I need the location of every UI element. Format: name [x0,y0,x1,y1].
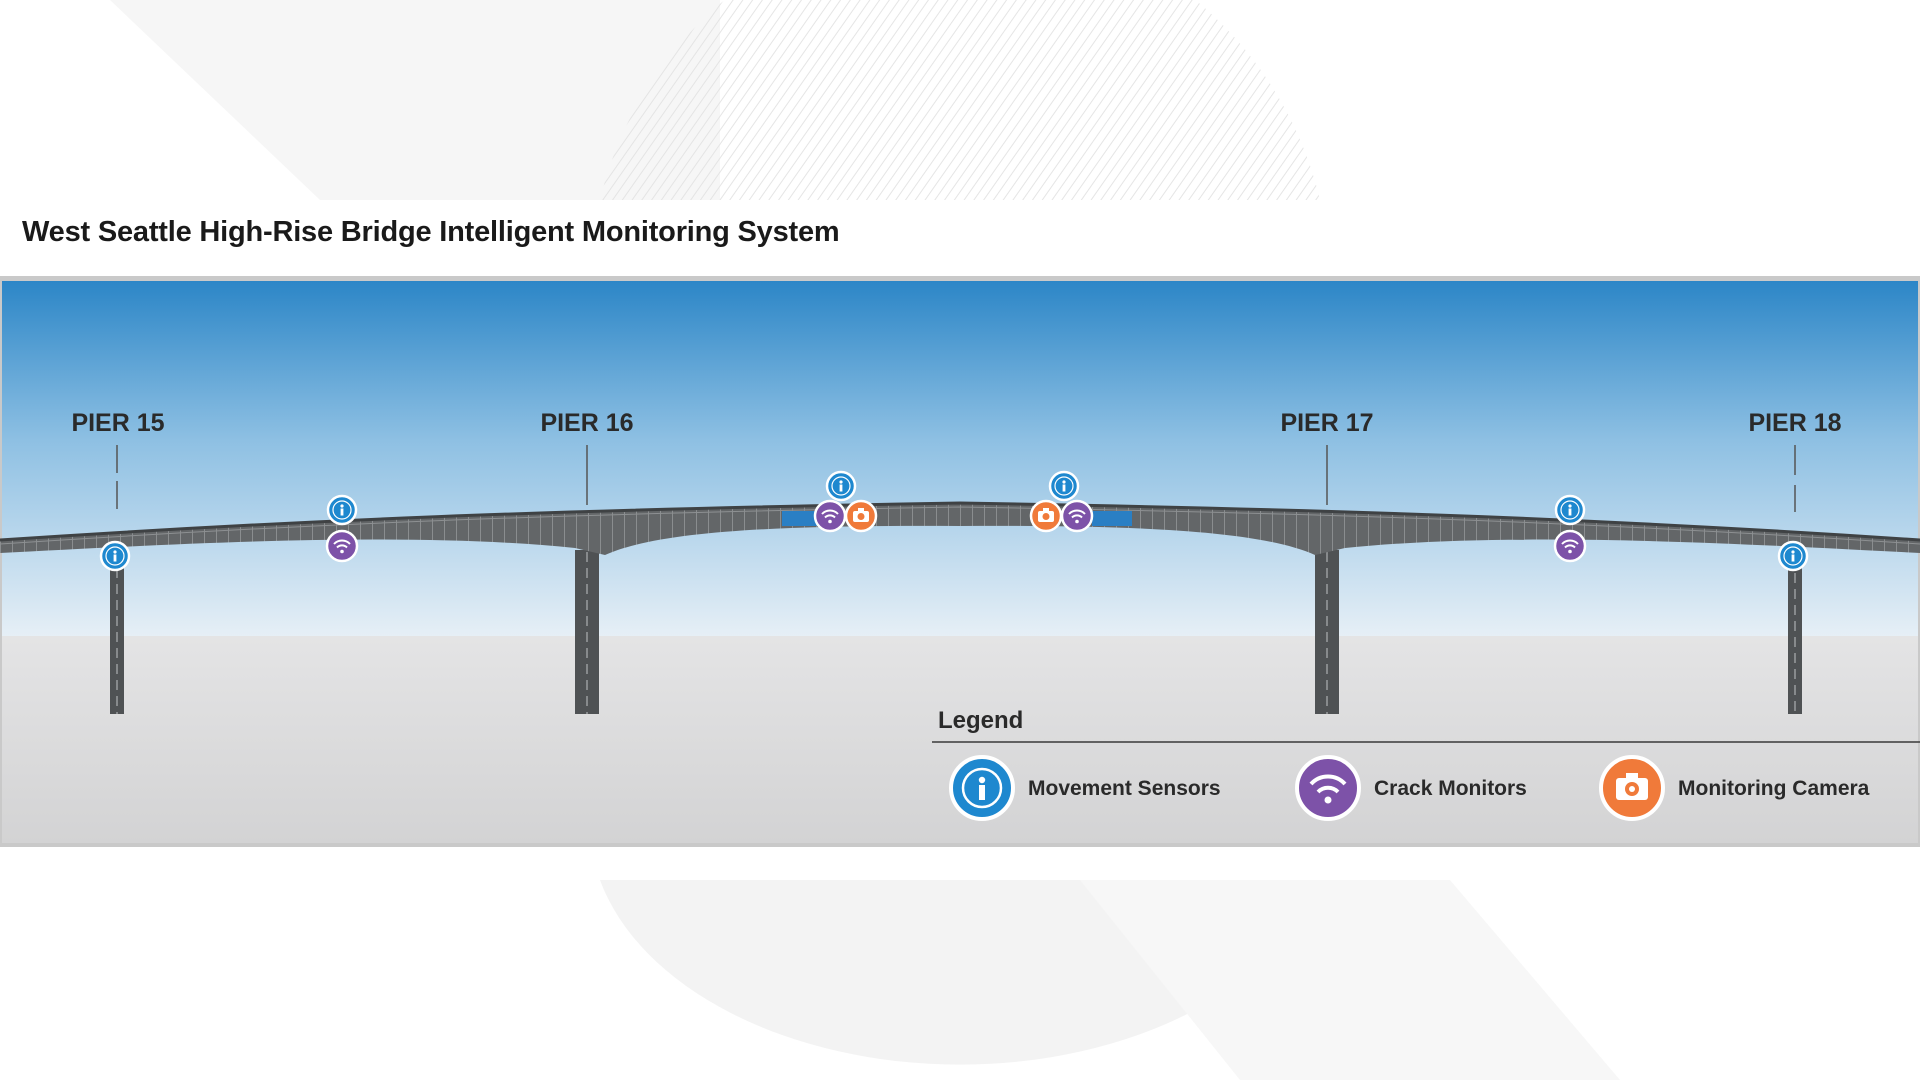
legend-label-movement-sensors: Movement Sensors [1028,777,1221,800]
wifi-icon [325,529,359,563]
pier-columns [110,550,1802,714]
camera-icon [1029,499,1063,533]
info-icon [1048,470,1080,502]
info-icon [99,540,131,572]
bridge-deck [0,501,1920,555]
info-icon [1777,540,1809,572]
legend-item-monitoring-camera: Monitoring Camera [1599,755,1870,821]
legend-label-monitoring-camera: Monitoring Camera [1678,777,1870,800]
wifi-icon [1553,529,1587,563]
legend-heading: Legend [938,707,1023,734]
camera-icon [844,499,878,533]
pier-16-marker: PIER 16 [540,409,634,505]
wifi-icon [1295,755,1361,821]
legend-label-crack-monitors: Crack Monitors [1374,777,1527,800]
legend-item-crack-monitors: Crack Monitors [1295,755,1527,821]
info-icon [326,494,358,526]
wifi-icon [1060,499,1094,533]
pier-16-label: PIER 16 [540,409,633,437]
bridge-diagram: PIER 15 PIER 16 PIER 17 PIER 18 [0,276,1920,847]
bridge-sensors [99,470,1809,572]
camera-icon [1599,755,1665,821]
info-icon [825,470,857,502]
pier-15-marker: PIER 15 [71,409,165,510]
info-icon [1554,494,1586,526]
pier-18-label: PIER 18 [1748,409,1841,437]
wifi-icon [813,499,847,533]
page-title: West Seattle High-Rise Bridge Intelligen… [22,216,840,248]
legend: Legend Movement Sensors Crack Monitors [932,707,1920,821]
legend-item-movement-sensors: Movement Sensors [949,755,1221,821]
pier-18-marker: PIER 18 [1748,409,1842,512]
sky [2,281,1918,636]
pier-17-marker: PIER 17 [1280,409,1374,505]
info-icon [949,755,1015,821]
pier-17-label: PIER 17 [1280,409,1373,437]
pier-15-label: PIER 15 [71,409,164,437]
